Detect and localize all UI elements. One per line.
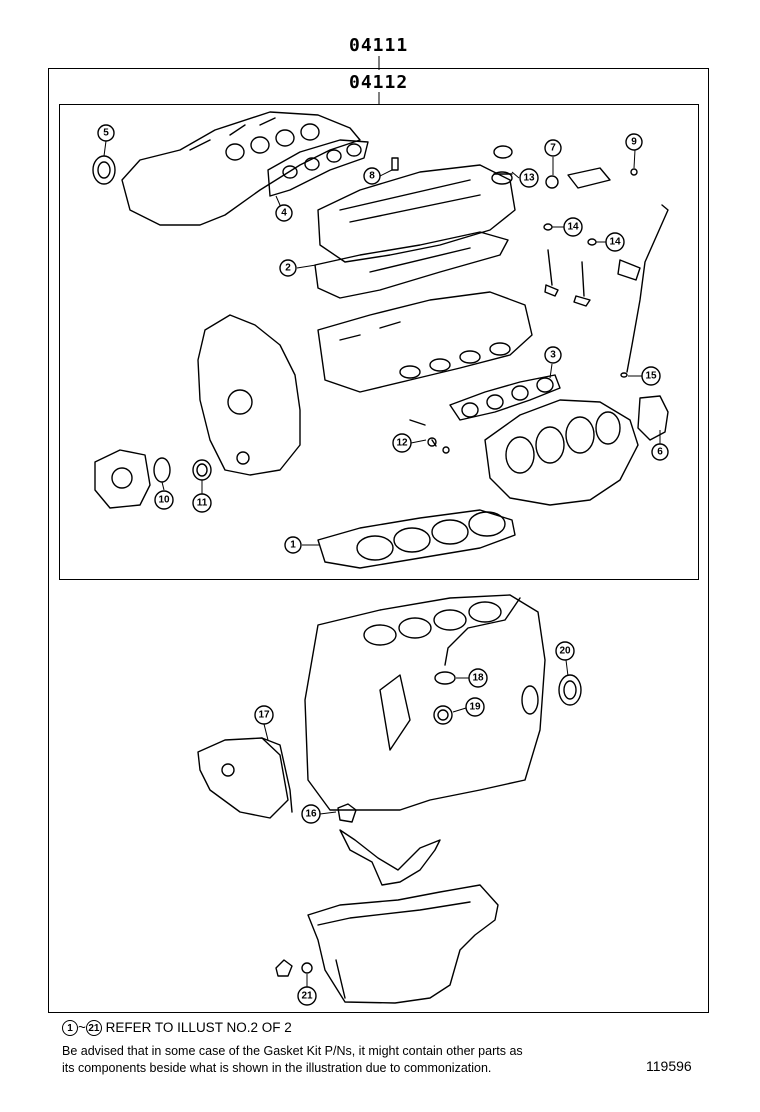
oil-seal-retainer: [197, 737, 293, 819]
refer-text: REFER TO ILLUST NO.2 OF 2: [105, 1020, 292, 1035]
exhaust-manifold: [121, 111, 361, 226]
oil-strainer: [339, 829, 441, 886]
callout-5: 5: [97, 124, 115, 142]
callout-9: 9: [625, 133, 643, 151]
oil-level-gauge-guide: [617, 204, 669, 373]
advisory-note-line-1: Be advised that in some case of the Gask…: [62, 1044, 523, 1058]
callout-18: 18: [468, 668, 488, 688]
svg-text:10: 10: [158, 495, 170, 506]
oil-seal-19: [433, 705, 453, 725]
timing-chain-cover: [197, 314, 301, 476]
small-seals-upper: [391, 145, 638, 454]
intake-manifold: [484, 399, 639, 506]
svg-text:7: 7: [550, 143, 556, 154]
o-ring-10: [153, 457, 171, 483]
svg-text:15: 15: [645, 371, 657, 382]
svg-text:17: 17: [258, 710, 270, 721]
callout-21: 21: [297, 986, 317, 1006]
callout-14a: 14: [563, 217, 583, 237]
svg-text:13: 13: [523, 173, 535, 184]
svg-text:16: 16: [305, 809, 317, 820]
callout-20: 20: [555, 641, 575, 661]
callout-12: 12: [392, 433, 412, 453]
refer-start-callout: 1: [62, 1020, 78, 1037]
svg-text:19: 19: [469, 702, 481, 713]
drain-plug: [275, 959, 313, 977]
rear-oil-seal-20: [558, 674, 582, 706]
callout-7: 7: [544, 139, 562, 157]
water-pump: [94, 449, 151, 509]
svg-text:12: 12: [396, 438, 408, 449]
cylinder-head: [317, 291, 533, 393]
callout-1: 1: [284, 536, 302, 554]
svg-text:11: 11: [197, 498, 208, 509]
svg-text:1: 1: [290, 540, 296, 551]
callout-8: 8: [363, 167, 381, 185]
cylinder-block: [304, 594, 546, 811]
oil-strainer-gasket: [337, 803, 357, 823]
svg-text:2: 2: [285, 263, 291, 274]
svg-text:21: 21: [301, 991, 313, 1002]
callout-16: 16: [301, 804, 321, 824]
svg-text:20: 20: [559, 646, 571, 657]
cylinder-head-gasket: [317, 509, 516, 569]
svg-text:5: 5: [103, 128, 109, 139]
callout-17: 17: [254, 705, 274, 725]
oil-level-gauge: [444, 597, 521, 666]
callout-14b: 14: [605, 232, 625, 252]
svg-text:14: 14: [609, 237, 621, 248]
oil-seal-11: [192, 459, 212, 481]
callout-15: 15: [641, 366, 661, 386]
svg-text:4: 4: [281, 208, 287, 219]
callout-10: 10: [154, 490, 174, 510]
callout-19: 19: [465, 697, 485, 717]
valves: [544, 249, 591, 307]
callout-2: 2: [279, 259, 297, 277]
illustration-number: 119596: [646, 1058, 692, 1074]
oil-seal-5: [92, 155, 116, 185]
svg-text:9: 9: [631, 137, 637, 148]
refer-note: 1~21 REFER TO ILLUST NO.2 OF 2: [62, 1019, 292, 1037]
callout-11: 11: [192, 493, 212, 513]
svg-text:3: 3: [550, 350, 556, 361]
callout-6: 6: [651, 443, 669, 461]
svg-text:6: 6: [657, 447, 663, 458]
svg-text:18: 18: [472, 673, 484, 684]
kit-part-number: 04111: [349, 35, 409, 56]
refer-end-callout: 21: [85, 1020, 102, 1037]
throttle-body-gasket: [637, 395, 669, 441]
advisory-note-line-2: its components beside what is shown in t…: [62, 1061, 492, 1075]
callout-13: 13: [519, 168, 539, 188]
svg-text:8: 8: [369, 171, 375, 182]
sub-kit-part-number: 04112: [349, 72, 409, 93]
intake-manifold-gasket: [449, 374, 561, 421]
refer-tilde: ~: [78, 1020, 86, 1035]
head-cover-gasket: [314, 231, 509, 299]
svg-text:14: 14: [567, 222, 579, 233]
gasket-18: [434, 671, 456, 685]
callout-3: 3: [544, 346, 562, 364]
cylinder-head-cover: [317, 164, 516, 263]
callout-4: 4: [275, 204, 293, 222]
exhaust-manifold-gasket: [267, 139, 369, 197]
oil-pan: [307, 884, 499, 1004]
